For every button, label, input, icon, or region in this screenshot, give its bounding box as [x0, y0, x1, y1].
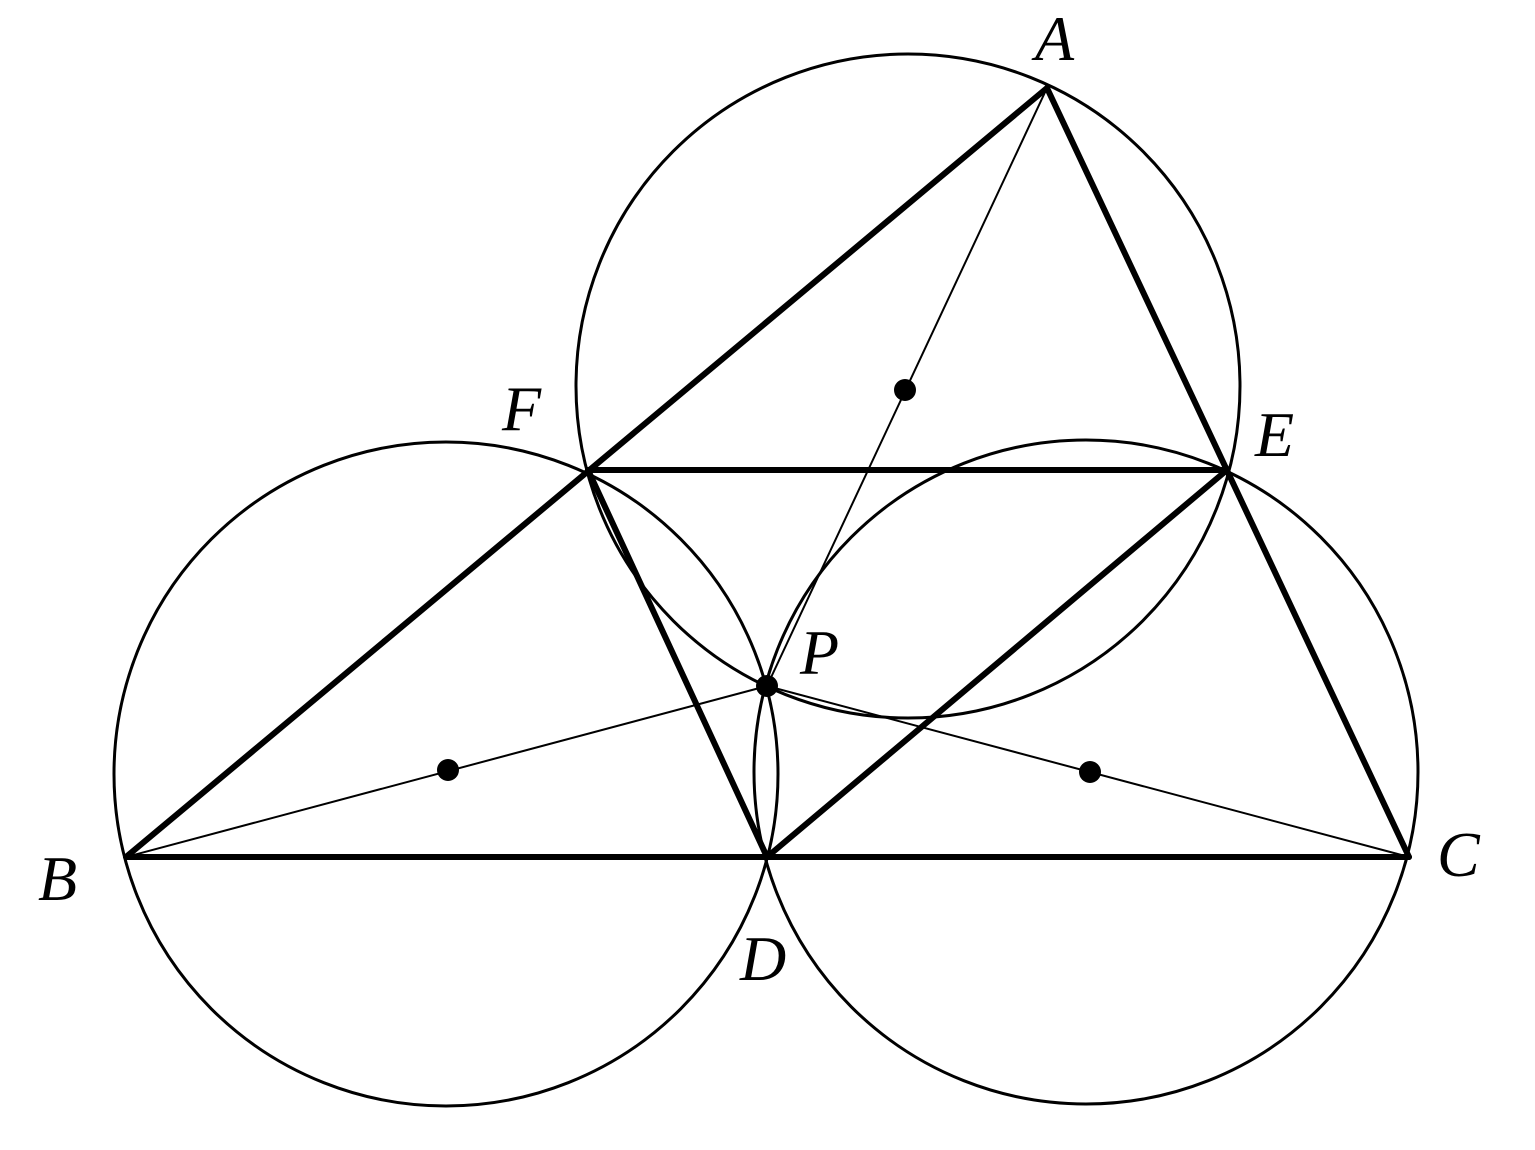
label-c: C	[1437, 819, 1481, 890]
label-d: D	[739, 923, 786, 994]
circle-cde	[752, 438, 1420, 1106]
label-p: P	[799, 617, 839, 688]
circle-bdf	[112, 440, 780, 1108]
label-e: E	[1254, 399, 1294, 470]
circle-afe	[574, 52, 1242, 720]
label-b: B	[38, 843, 77, 914]
center-circle-afe	[894, 379, 916, 401]
point-p	[756, 675, 778, 697]
center-circle-cde	[1079, 761, 1101, 783]
segment-fd	[585, 467, 770, 860]
label-a: A	[1031, 3, 1075, 74]
center-circle-bdf	[437, 759, 459, 781]
label-f: F	[501, 373, 542, 444]
segment-de	[764, 467, 1230, 860]
